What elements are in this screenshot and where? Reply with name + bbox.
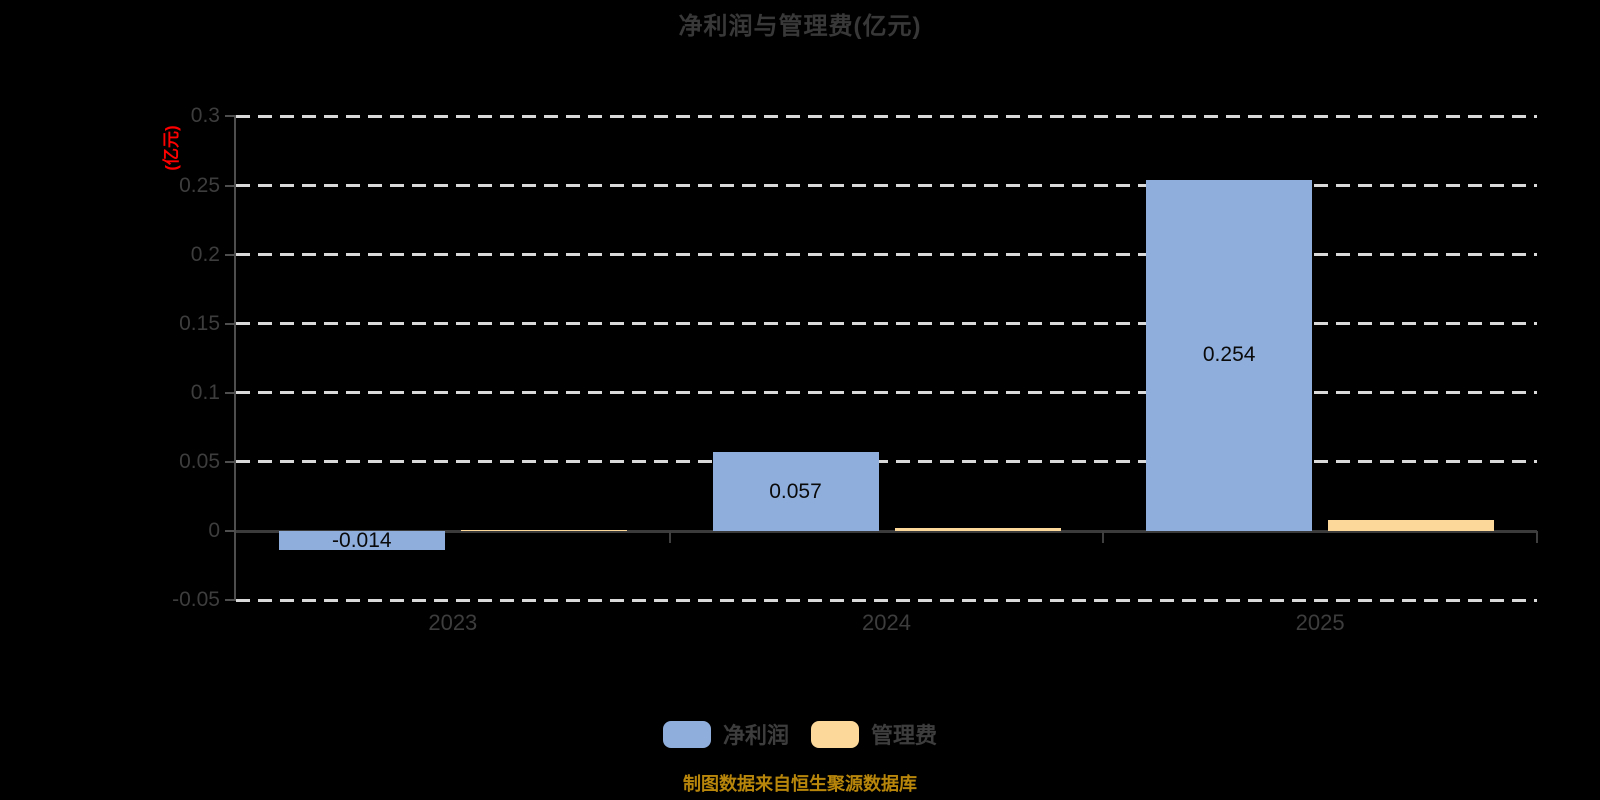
- legend-swatch-icon: [811, 720, 859, 748]
- y-axis-tick-label: -0.05: [172, 588, 220, 612]
- x-axis-tick: [1536, 531, 1538, 543]
- y-axis-tick: [225, 322, 236, 325]
- data-source-note: 制图数据来自恒生聚源数据库: [683, 774, 917, 794]
- legend-item-管理费[interactable]: 管理费: [811, 718, 937, 750]
- y-axis-tick: [225, 391, 236, 394]
- bar-管理费-2025: [1328, 519, 1495, 531]
- chart-title: 净利润与管理费(亿元): [678, 13, 922, 40]
- x-axis-zero-line: [234, 529, 1537, 533]
- y-axis-tick: [225, 115, 236, 118]
- bar-value-label: 0.057: [769, 479, 822, 503]
- y-axis-tick: [225, 599, 236, 602]
- bar-管理费-2024: [894, 528, 1061, 531]
- y-axis-tick: [225, 530, 236, 532]
- bar-value-label: 0.254: [1202, 343, 1256, 367]
- bar-净利润-2023: [278, 531, 445, 551]
- legend-label: 管理费: [871, 723, 938, 748]
- y-axis-tick-label: 0.05: [179, 449, 220, 473]
- y-axis-tick-label: 0.2: [190, 242, 220, 266]
- gridline-0.1: [236, 391, 1537, 395]
- legend-swatch-icon: [662, 720, 711, 748]
- gridline-0.25: [236, 184, 1537, 187]
- y-axis-tick-label: 0.1: [190, 380, 220, 404]
- gridline-0.2: [236, 253, 1537, 257]
- x-axis-tick: [1102, 531, 1105, 543]
- y-axis-tick: [225, 460, 236, 463]
- y-axis-tick: [225, 253, 236, 256]
- bar-净利润-2025: [1146, 179, 1313, 531]
- y-axis-line: [234, 115, 236, 602]
- legend: 净利润 管理费: [0, 718, 1600, 750]
- x-axis-tick: [668, 531, 671, 543]
- x-axis-label-2024: 2024: [862, 610, 911, 635]
- gridline-0.05: [236, 460, 1537, 464]
- gridline--0.05: [236, 598, 1537, 602]
- y-axis-tick: [225, 184, 236, 187]
- bar-value-label: -0.014: [332, 528, 392, 552]
- legend-label: 净利润: [722, 723, 789, 748]
- legend-item-净利润[interactable]: 净利润: [662, 718, 789, 750]
- x-axis-label-2023: 2023: [428, 610, 478, 635]
- x-axis-label-2025: 2025: [1295, 610, 1345, 635]
- bar-净利润-2024: [712, 452, 879, 531]
- bar-管理费-2023: [460, 529, 627, 531]
- y-axis-tick-label: 0.15: [179, 311, 220, 335]
- y-axis-tick-label: 0.3: [190, 104, 220, 128]
- gridline-0.15: [236, 322, 1537, 326]
- y-axis-tick-label: 0: [208, 519, 220, 542]
- gridline-0.3: [236, 114, 1537, 118]
- y-axis-tick-label: 0.25: [179, 173, 220, 197]
